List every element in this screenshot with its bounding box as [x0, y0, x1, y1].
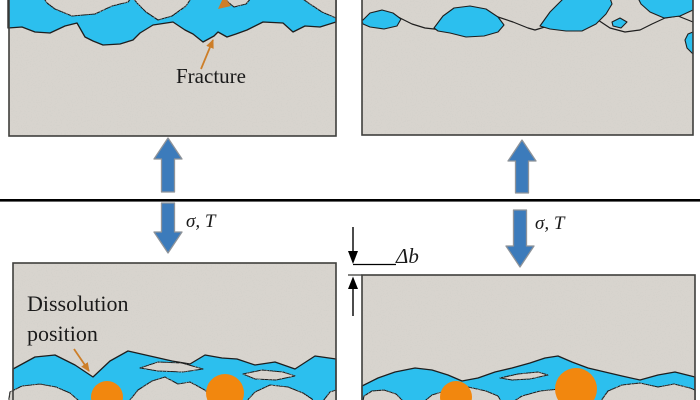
fluid-lens — [539, 0, 613, 32]
dissolution-circle — [440, 381, 472, 400]
aperture-change-label: Δb — [396, 244, 419, 268]
dissolution-label-line2: position — [27, 321, 98, 346]
dissolution-pointer-arrow — [73, 348, 90, 372]
fluid-lens — [611, 17, 628, 29]
dissolution-circle — [555, 368, 597, 400]
fracture-label: Fracture — [176, 64, 246, 88]
fracture-pointer-arrow — [200, 39, 214, 70]
dimension-arrow-down — [348, 251, 358, 264]
rock-fragment — [44, 0, 131, 17]
dissolution-positions — [91, 368, 597, 400]
pointer-arrows — [73, 0, 231, 372]
asperity — [129, 376, 216, 400]
asperity-sliver — [242, 369, 296, 381]
asperity — [362, 389, 403, 400]
rock-fragment — [133, 0, 191, 21]
dissolution-circle — [206, 374, 244, 400]
dissolution-position-label: Dissolution position — [27, 289, 128, 349]
up-stress-arrow-right — [507, 139, 537, 194]
up-stress-arrow-left — [153, 137, 183, 193]
block-border-bottom-right — [361, 274, 696, 400]
fluid-lens — [361, 9, 402, 30]
rock-fragment — [303, 0, 337, 19]
block-border-bottom-left — [12, 262, 337, 400]
stress-temperature-label-left: σ, T — [186, 211, 216, 232]
asperity-sliver — [499, 371, 549, 381]
down-stress-arrow-right — [505, 209, 535, 268]
rock-asperity-layer — [8, 0, 696, 400]
block-borders — [8, 0, 696, 400]
stress-temperature-label-right: σ, T — [535, 213, 565, 234]
down-stress-arrow-left — [153, 202, 183, 254]
rock-block-top-right — [362, 0, 693, 135]
section-divider — [0, 199, 700, 202]
cut-pointer-arrowhead — [218, 0, 231, 9]
stress-arrows — [153, 137, 537, 268]
fluid-lens — [638, 0, 694, 19]
dissolution-circle — [91, 381, 123, 400]
dimension-arrow-up — [348, 276, 358, 289]
block-border-top-right — [361, 0, 694, 136]
fluid-lens — [433, 5, 505, 38]
asperity-sliver — [139, 361, 204, 373]
pressurized-fracture-left — [12, 350, 337, 400]
asperity — [246, 384, 314, 400]
dissolution-label-line1: Dissolution — [27, 291, 129, 316]
asperity — [8, 383, 79, 400]
closed-fracture-contact-line — [361, 7, 694, 33]
block-border-top-left — [8, 0, 337, 137]
aperture-dimension-marker — [348, 227, 396, 316]
